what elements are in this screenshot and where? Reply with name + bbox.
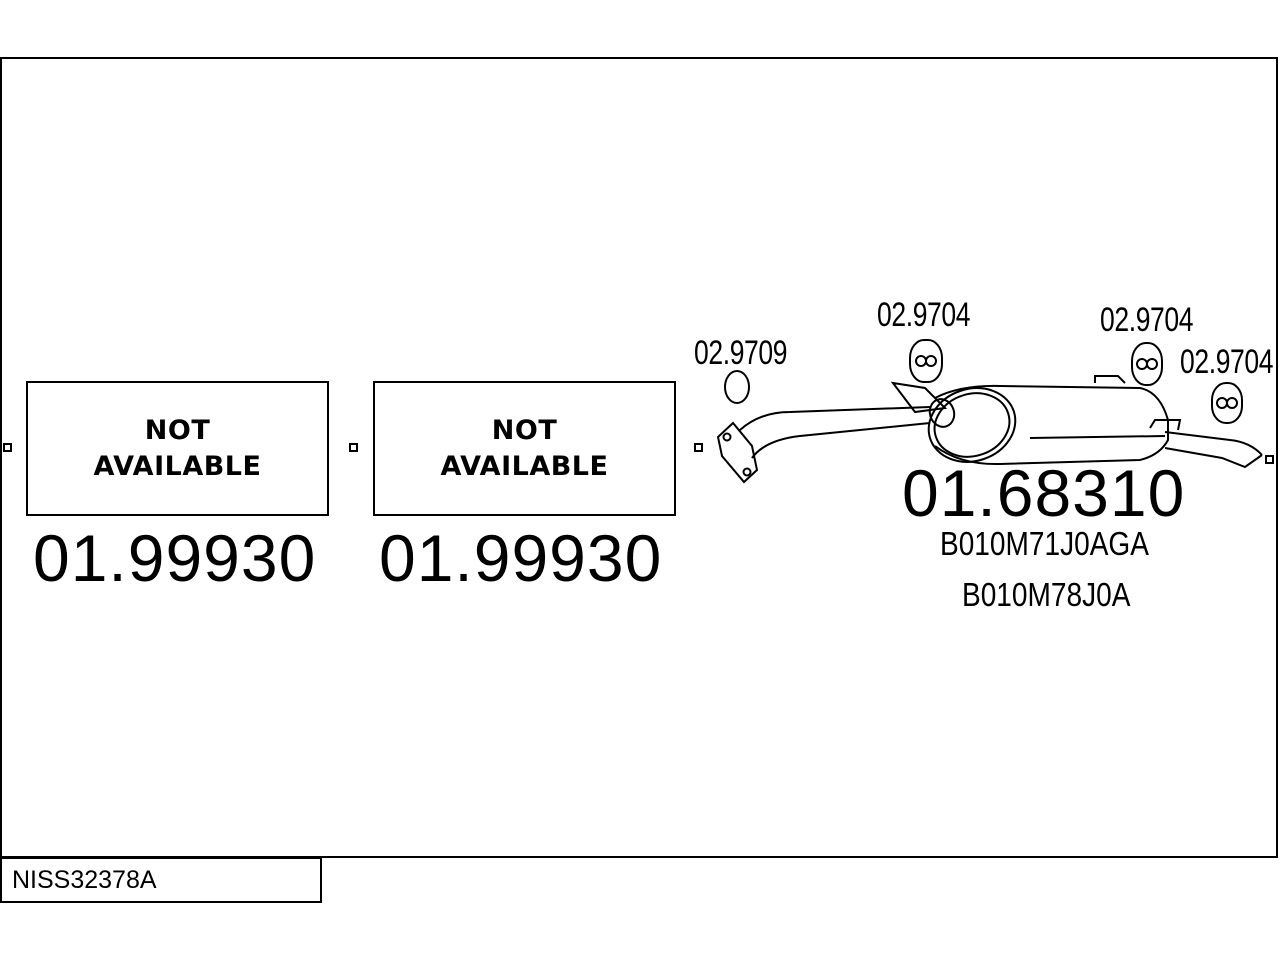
not-available-label-line1: NOT [491,414,558,446]
not-available-box-1: NOT AVAILABLE [26,381,329,516]
connector-left [3,443,12,452]
oem-number-2: B010M78J0A [962,576,1131,613]
hanger-part-number-3[interactable]: 02.9704 [1180,343,1274,381]
rubber-hanger-icon [1211,382,1243,424]
inlet-pipe-end-icon [928,398,956,428]
muffler-seam [1029,435,1166,439]
pipe-lower-edge [751,422,931,459]
part-number-slot-2[interactable]: 01.99930 [379,521,663,595]
muffler-front-cap-inner-icon [933,392,1011,458]
part-number-slot-1[interactable]: 01.99930 [33,521,317,595]
connector-2 [694,443,703,452]
not-available-label-line1: NOT [144,414,211,446]
gasket-part-number[interactable]: 02.9709 [694,334,788,372]
rubber-hanger-icon [1131,342,1163,386]
gasket-ring-icon [724,370,750,404]
tail-pipe-lower-edge [1164,447,1263,469]
hanger-part-number-2[interactable]: 02.9704 [1100,301,1194,339]
flange-hole-icon [722,432,732,442]
not-available-box-2: NOT AVAILABLE [373,381,676,516]
diagram-code-box: NISS32378A [0,857,322,903]
rubber-hanger-icon [909,339,943,383]
diagram-code: NISS32378A [12,866,157,894]
pipe-stub [890,381,948,414]
flange-hole-icon [742,467,752,477]
muffler-front-cap-icon [927,387,1017,463]
pipe-upper-edge [739,406,931,431]
tail-pipe-upper-edge [1164,431,1263,456]
connector-right [1265,455,1274,464]
bracket-rear [1149,419,1182,431]
muffler-part-number[interactable]: 01.68310 [902,456,1186,530]
not-available-label-line2: AVAILABLE [440,450,609,482]
bracket-top [1094,375,1126,384]
diagram-frame [0,57,1278,858]
connector-1 [349,443,358,452]
not-available-label-line2: AVAILABLE [93,450,262,482]
muffler-body-icon [934,384,1169,466]
flange-icon [716,421,759,484]
oem-number-1: B010M71J0AGA [940,525,1149,562]
hanger-part-number-1[interactable]: 02.9704 [877,296,971,334]
